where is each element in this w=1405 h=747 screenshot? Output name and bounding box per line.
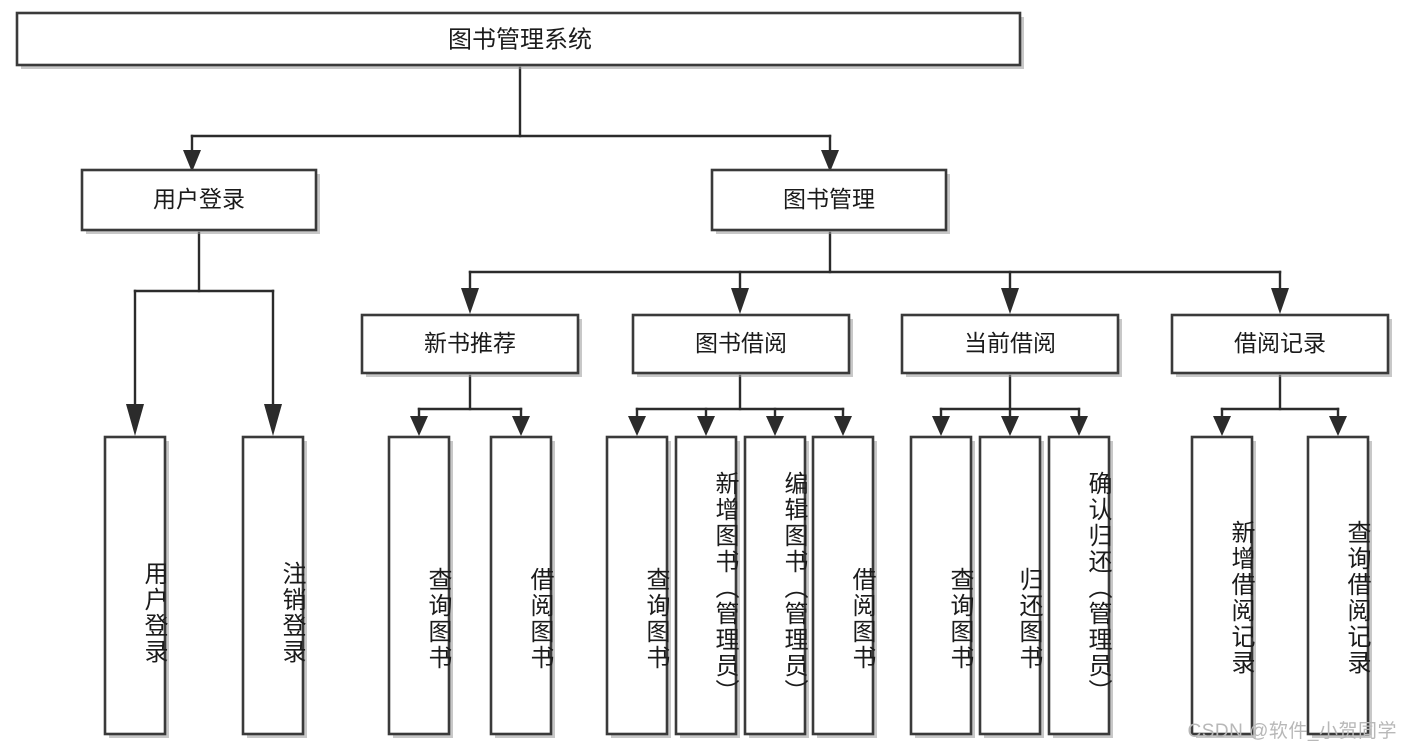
node-leaf-confirm-return[interactable] — [1047, 435, 1113, 738]
node-leaf-add-record[interactable] — [1190, 435, 1256, 738]
node-leaf-borrow-book-2-box[interactable] — [811, 435, 875, 736]
node-leaf-borrow-book-1-box[interactable] — [489, 435, 553, 736]
node-book-borrow[interactable]: 图书借阅 — [631, 313, 853, 377]
node-leaf-query-record-box[interactable] — [1306, 435, 1370, 736]
arrow-to-leaf-return-book — [1001, 416, 1019, 436]
csdn-watermark: CSDN @软件_小贺同学 — [1187, 721, 1397, 742]
arrow-to-leaf-logout-login — [264, 404, 282, 436]
node-book-management-box[interactable] — [710, 168, 948, 232]
node-leaf-user-login[interactable] — [103, 435, 169, 738]
node-leaf-query-book-3[interactable] — [909, 435, 975, 738]
node-leaf-query-book-1-box[interactable] — [387, 435, 451, 736]
node-new-book-recommend[interactable]: 新书推荐 — [360, 313, 582, 377]
node-leaf-query-book-1[interactable] — [387, 435, 453, 738]
connector-layer — [126, 66, 1347, 436]
node-leaf-add-record-box[interactable] — [1190, 435, 1254, 736]
arrow-to-leaf-add-record — [1213, 416, 1231, 436]
node-new-book-recommend-box[interactable] — [360, 313, 580, 375]
node-leaf-return-book-box[interactable] — [978, 435, 1042, 736]
arrow-to-leaf-query-book-1 — [410, 416, 428, 436]
node-leaf-query-book-2-box[interactable] — [605, 435, 669, 736]
node-leaf-query-book-3-box[interactable] — [909, 435, 973, 736]
node-borrow-record[interactable]: 借阅记录 — [1170, 313, 1392, 377]
arrow-to-leaf-borrow-book-2 — [834, 416, 852, 436]
node-leaf-logout-login-box[interactable] — [241, 435, 305, 736]
arrow-to-book-management — [821, 150, 839, 172]
arrow-to-new-book-recommend — [461, 288, 479, 314]
arrow-to-book-borrow — [731, 288, 749, 314]
node-leaf-user-login-box[interactable] — [103, 435, 167, 736]
arrow-to-leaf-query-book-3 — [932, 416, 950, 436]
node-borrow-record-label: 借阅记录 — [1234, 330, 1326, 356]
node-root[interactable]: 图书管理系统 — [15, 11, 1024, 69]
node-leaf-return-book[interactable] — [978, 435, 1044, 738]
node-user-login[interactable]: 用户登录 — [80, 168, 320, 234]
node-book-borrow-label: 图书借阅 — [695, 330, 787, 356]
node-book-management-label: 图书管理 — [783, 186, 875, 212]
node-root-box[interactable] — [15, 11, 1022, 67]
arrow-to-leaf-confirm-return — [1070, 416, 1088, 436]
arrow-to-borrow-record — [1271, 288, 1289, 314]
node-book-management[interactable]: 图书管理 — [710, 168, 950, 234]
node-leaf-query-book-2[interactable] — [605, 435, 671, 738]
node-leaf-add-book-box[interactable] — [674, 435, 738, 736]
arrow-to-leaf-user-login — [126, 404, 144, 436]
node-borrow-record-box[interactable] — [1170, 313, 1390, 375]
node-new-book-recommend-label: 新书推荐 — [424, 330, 516, 356]
arrow-to-leaf-query-record — [1329, 416, 1347, 436]
arrow-to-leaf-query-book-2 — [628, 416, 646, 436]
node-book-borrow-box[interactable] — [631, 313, 851, 375]
node-current-borrow-box[interactable] — [900, 313, 1120, 375]
node-leaf-add-book[interactable] — [674, 435, 740, 738]
node-user-login-box[interactable] — [80, 168, 318, 232]
node-leaf-edit-book-box[interactable] — [743, 435, 807, 736]
node-root-label: 图书管理系统 — [448, 26, 592, 53]
node-user-login-label: 用户登录 — [153, 186, 245, 212]
arrow-to-current-borrow — [1001, 288, 1019, 314]
arrow-to-leaf-edit-book — [766, 416, 784, 436]
node-leaf-confirm-return-box[interactable] — [1047, 435, 1111, 736]
node-leaf-edit-book[interactable] — [743, 435, 809, 738]
node-leaf-logout-login[interactable] — [241, 435, 307, 738]
node-current-borrow-label: 当前借阅 — [964, 330, 1056, 356]
arrow-to-leaf-add-book — [697, 416, 715, 436]
node-leaf-borrow-book-1[interactable] — [489, 435, 555, 738]
arrow-to-leaf-borrow-book-1 — [512, 416, 530, 436]
node-leaf-borrow-book-2[interactable] — [811, 435, 877, 738]
node-current-borrow[interactable]: 当前借阅 — [900, 313, 1122, 377]
node-leaf-query-record[interactable] — [1306, 435, 1372, 738]
arrow-to-user-login — [183, 150, 201, 172]
